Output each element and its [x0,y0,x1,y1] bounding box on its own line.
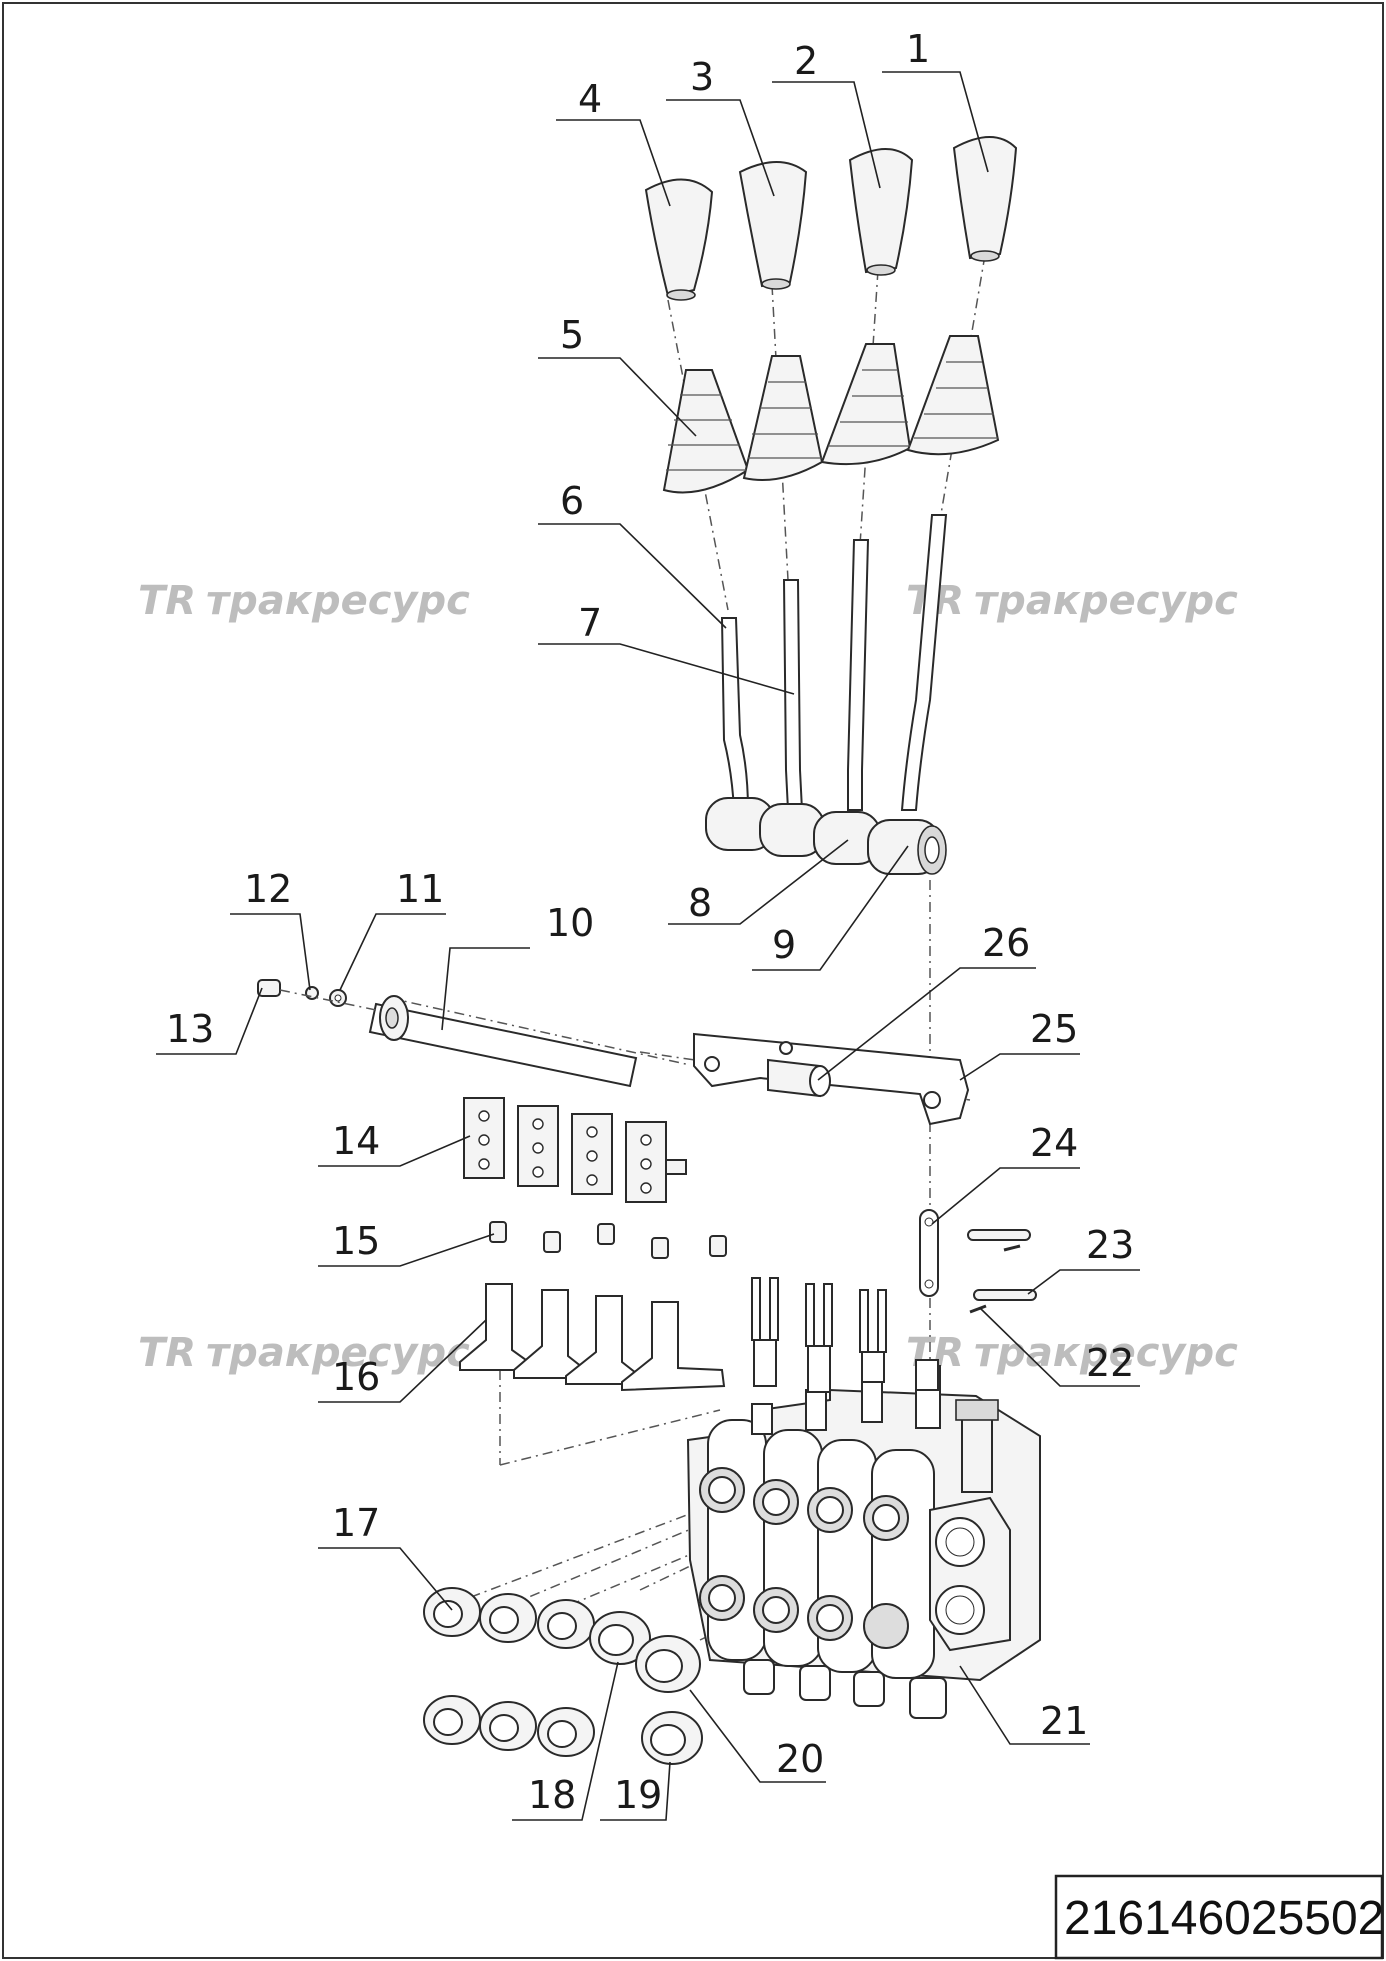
callout-4: 4 [578,77,602,121]
watermark-brand: тракресурс [206,578,470,624]
callout-19: 19 [614,1773,662,1817]
callout-22: 22 [1086,1341,1134,1385]
callout-8: 8 [688,881,712,925]
callout-11: 11 [396,867,444,911]
callout-21: 21 [1040,1699,1088,1743]
callout-24: 24 [1030,1121,1078,1165]
callout-13: 13 [166,1007,214,1051]
knob-1 [952,136,1018,262]
levers [720,514,948,811]
callout-2: 2 [794,39,818,83]
drawing-code: 216146025502 [1064,1892,1384,1945]
end-cover [929,1496,1011,1652]
callout-17: 17 [332,1501,380,1545]
rubber-boots [662,335,1000,494]
fittings-row-bottom [423,1695,595,1757]
shaft-and-fasteners [257,979,638,1088]
mounting-brackets [459,1283,726,1392]
callout-23: 23 [1086,1223,1134,1267]
watermark-logo: TR [138,1330,196,1376]
callout-16: 16 [332,1355,380,1399]
watermark-top-left: TR тракресурс [138,578,470,624]
callout-12: 12 [244,867,292,911]
watermark-bottom-right: TR тракресурс [906,1330,1238,1376]
spool-forks [751,1277,939,1393]
callout-1: 1 [906,27,930,71]
callout-15: 15 [332,1219,380,1263]
fittings-large [635,1635,703,1765]
callout-20: 20 [776,1737,824,1781]
relief-valve [955,1399,999,1493]
callout-9: 9 [772,923,796,967]
knob-2 [848,148,914,276]
callout-leaders [156,71,1140,1821]
link-and-pins [919,1209,1037,1314]
callout-6: 6 [560,479,584,523]
port-fittings [423,1587,703,1765]
watermark-brand: тракресурс [974,578,1238,624]
watermark-logo: TR [138,578,196,624]
callout-numbers: 1 2 3 4 5 6 7 8 9 10 11 12 13 14 15 16 1… [166,27,1134,1817]
knob-4 [644,178,714,301]
watermark-bottom-left: TR тракресурс [138,1330,470,1376]
callout-5: 5 [560,313,584,357]
watermark-brand: тракресурс [206,1330,470,1376]
valve-ports [699,1467,909,1649]
bracket [693,1032,970,1126]
knob-3 [738,161,808,290]
callout-14: 14 [332,1119,380,1163]
guide-blocks [463,1097,687,1203]
callout-10: 10 [546,901,594,945]
hydraulic-valve [686,1277,1041,1719]
control-knobs [644,136,1018,301]
callout-7: 7 [578,601,602,645]
watermark-top-right: TR тракресурс [906,578,1238,624]
lever-hubs [705,797,947,875]
callout-3: 3 [690,55,714,99]
watermark-brand: тракресурс [974,1330,1238,1376]
callout-25: 25 [1030,1007,1078,1051]
drawing-code-box: 216146025502 [1054,1874,1384,1960]
fittings-row-top [423,1587,651,1665]
callout-18: 18 [528,1773,576,1817]
callout-26: 26 [982,921,1030,965]
bolts [489,1221,727,1259]
